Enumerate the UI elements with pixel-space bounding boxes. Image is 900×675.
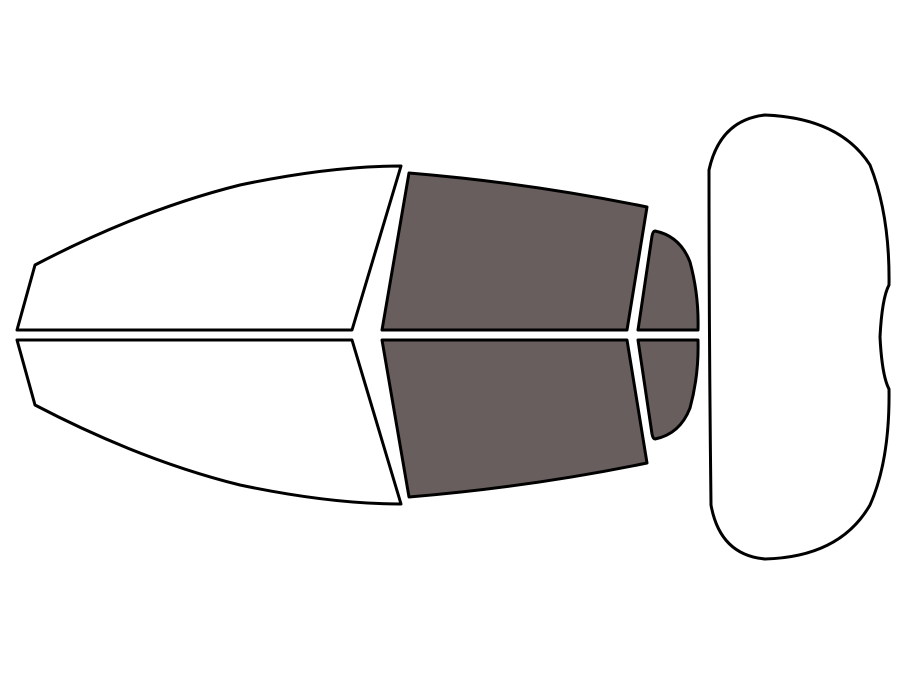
rear-right-door-window	[380, 338, 649, 499]
rear-left-quarter-window	[636, 229, 700, 332]
front-left-door-window	[15, 164, 403, 332]
rear-left-door-window	[380, 171, 649, 332]
front-right-door-window	[15, 338, 403, 506]
rear-windshield	[707, 113, 891, 561]
rear-right-quarter-window	[636, 338, 700, 441]
